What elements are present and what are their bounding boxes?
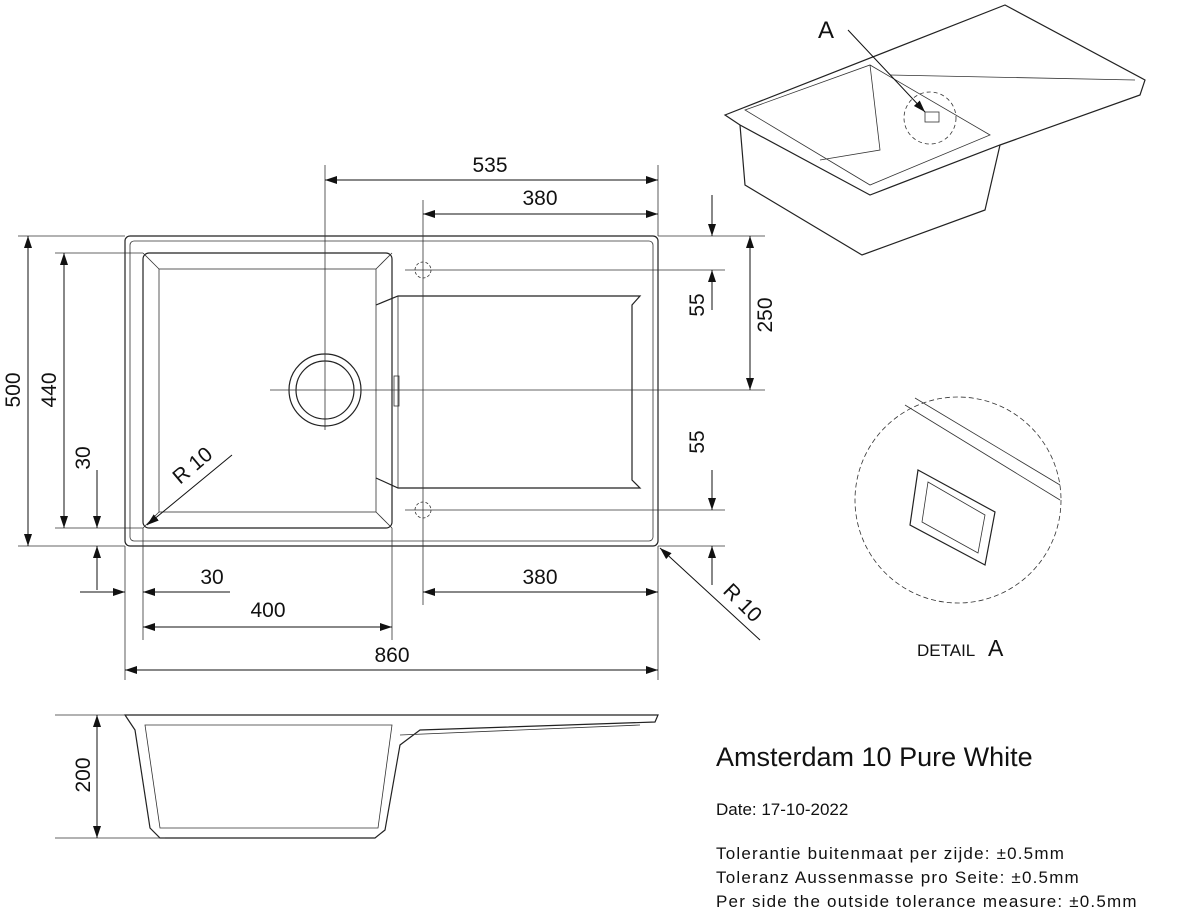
detail-label: DETAIL (917, 641, 975, 660)
tolerance-en: Per side the outside tolerance measure: … (716, 892, 1138, 911)
dim-535: 535 (472, 154, 507, 177)
dim-440: 440 (38, 372, 61, 407)
dim-380-bottom: 380 (522, 566, 557, 589)
dim-860: 860 (374, 644, 409, 667)
side-view: 200 (55, 714, 659, 839)
dim-55-lower: 55 (686, 430, 709, 453)
dim-400: 400 (250, 599, 285, 622)
dim-55-upper: 55 (686, 293, 709, 316)
radius-right: R 10 (718, 579, 766, 627)
dim-30-bottom: 30 (200, 566, 223, 589)
top-view: 535 380 500 440 30 55 250 55 30 400 380 … (2, 154, 777, 680)
dim-380-top: 380 (522, 187, 557, 210)
dim-250: 250 (754, 297, 777, 332)
product-title: Amsterdam 10 Pure White (716, 742, 1033, 772)
dim-200: 200 (72, 757, 95, 792)
tolerance-de: Toleranz Aussenmasse pro Seite: ±0.5mm (716, 868, 1080, 887)
tolerance-nl: Tolerantie buitenmaat per zijde: ±0.5mm (716, 844, 1066, 863)
perspective-view: A (723, 4, 1146, 256)
detail-letter: A (988, 635, 1004, 661)
date-label: Date: 17-10-2022 (716, 800, 849, 819)
detail-a: DETAIL A (854, 396, 1062, 661)
label-a: A (818, 17, 834, 44)
dim-30-left: 30 (72, 446, 95, 469)
radius-left: R 10 (168, 443, 217, 489)
dim-500: 500 (2, 372, 25, 407)
